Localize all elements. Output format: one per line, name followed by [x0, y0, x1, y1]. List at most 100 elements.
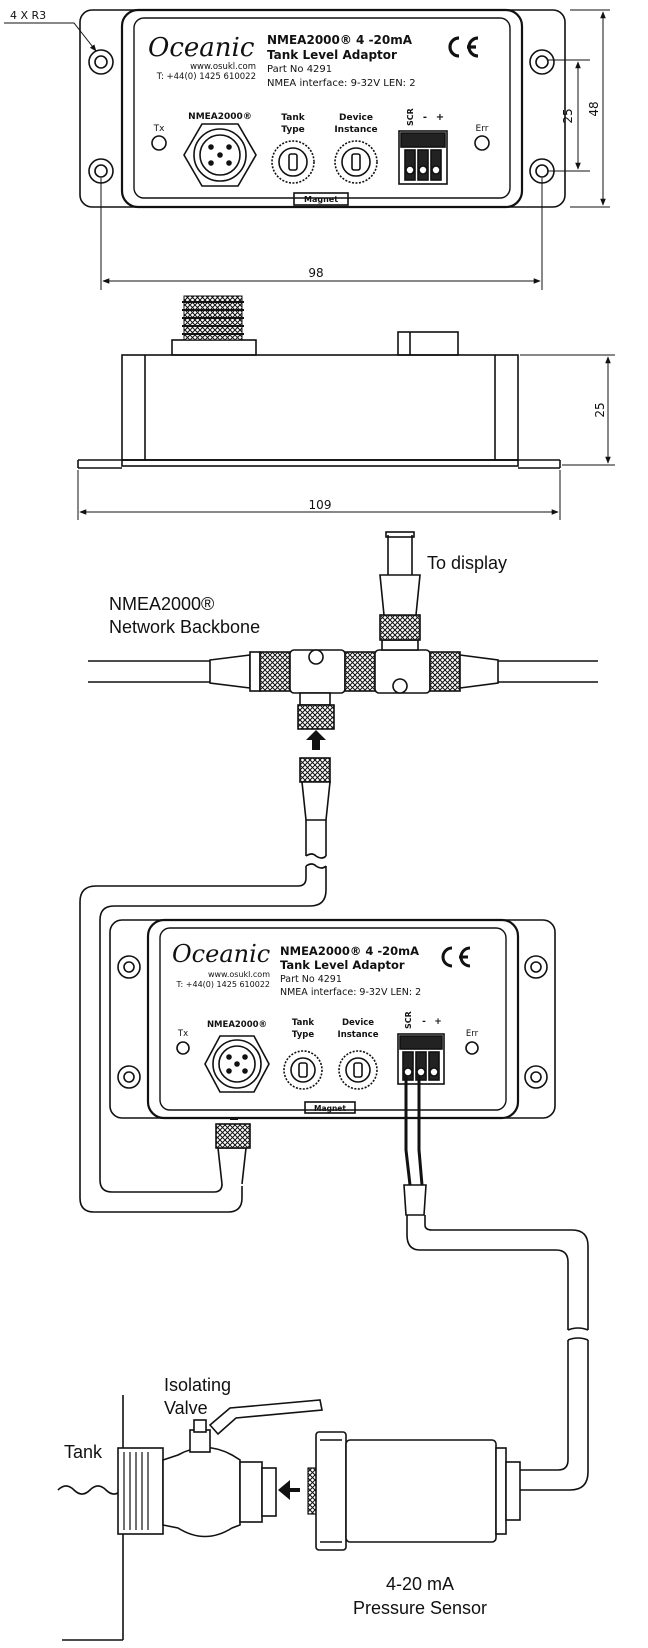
err-led-icon: [465, 1041, 479, 1055]
device-instance-label-line1: Device: [339, 113, 373, 123]
top-view: [4, 8, 610, 290]
backbone-plug-left: [209, 654, 251, 689]
nmea-connector-icon: [204, 1035, 270, 1093]
minus-label: -: [423, 112, 427, 123]
plus-label: +: [436, 112, 444, 123]
tx-label: Tx: [177, 1029, 188, 1039]
side-terminal-block: [397, 331, 459, 356]
tank-type-label-line2: Type: [292, 1030, 314, 1040]
tank-label: Tank: [64, 1442, 103, 1462]
backbone-plug-right: [459, 654, 499, 689]
top-view-labels: 4 X R3 98 25 48 Oceanic www.osukl.com T:…: [10, 9, 601, 280]
drop-cable: [79, 757, 331, 1213]
terminal-block-icon: [398, 130, 448, 185]
side-body: [121, 354, 519, 461]
website-text: www.osukl.com: [190, 62, 256, 72]
sensor-wires: [403, 1076, 589, 1491]
device-instance-label-line2: Instance: [334, 125, 377, 135]
part-number: Part No 4291: [267, 64, 332, 75]
tank-type-label-line2: Type: [281, 125, 304, 135]
terminal-block-icon: [397, 1033, 445, 1085]
magnet-label: Magnet: [304, 195, 338, 204]
wiring-labels: To display NMEA2000® Network Backbone Ta…: [64, 553, 507, 1618]
wired-device: [109, 918, 556, 1120]
connector-label: NMEA2000®: [207, 1020, 267, 1030]
device-title-line1: NMEA2000® 4 -20mA: [280, 944, 419, 958]
tank-type-label-line1: Tank: [281, 113, 305, 123]
backbone-label-line2: Network Backbone: [109, 617, 260, 637]
tx-led-icon: [176, 1041, 190, 1055]
wired-device-labels: Oceanic www.osukl.com T: +44(0) 1425 610…: [172, 940, 479, 1113]
tank-type-label-line1: Tank: [292, 1018, 314, 1028]
brand-logo: Oceanic: [148, 33, 255, 63]
hole-spacing-label: 25: [561, 108, 575, 123]
radius-note: 4 X R3: [10, 9, 46, 22]
scr-label: SCR: [406, 108, 415, 126]
scr-label: SCR: [404, 1011, 413, 1029]
tee-drop-socket: [297, 704, 335, 730]
device-instance-dial-icon: [338, 1050, 378, 1090]
magnet-label-box: [304, 1101, 356, 1114]
mounting-hole: [117, 1065, 141, 1089]
device-instance-label-line1: Device: [342, 1018, 374, 1028]
brand-logo: Oceanic: [172, 940, 270, 968]
enclosure-body: [120, 8, 524, 209]
backbone-label-line1: NMEA2000®: [109, 594, 214, 614]
mounting-hole: [529, 49, 555, 75]
nmea-connector-icon: [183, 123, 257, 187]
to-display-label: To display: [427, 553, 507, 573]
sensor-label-line1: 4-20 mA: [386, 1574, 454, 1594]
sensor-body: [345, 1439, 497, 1543]
connector-label: NMEA2000®: [188, 112, 252, 122]
tank-type-dial-icon: [271, 140, 315, 184]
sensor-hex: [315, 1431, 347, 1551]
valve-fitting: [117, 1447, 164, 1535]
website-text: www.osukl.com: [208, 970, 270, 979]
side-width-dimension-label: 109: [309, 498, 332, 512]
mounting-hole: [117, 955, 141, 979]
err-label: Err: [476, 124, 489, 134]
side-view: [77, 295, 615, 520]
ce-mark-icon: [448, 36, 479, 58]
interface-spec: NMEA interface: 9-32V LEN: 2: [267, 78, 416, 89]
tank-wall: [62, 1395, 124, 1641]
device-title-line2: Tank Level Adaptor: [280, 958, 405, 972]
liquid-level-icon: [57, 1485, 123, 1495]
mounting-hole: [524, 955, 548, 979]
ce-mark-icon: [441, 946, 471, 968]
tx-label: Tx: [153, 124, 165, 134]
side-connector-icon: [171, 295, 257, 356]
err-label: Err: [466, 1029, 479, 1039]
width-dimension-label: 98: [308, 266, 323, 280]
network-backbone: [88, 531, 598, 730]
part-number: Part No 4291: [280, 974, 342, 985]
connect-arrow-icon: [278, 1480, 300, 1500]
label-panel: [133, 17, 511, 199]
interface-spec: NMEA interface: 9-32V LEN: 2: [280, 987, 421, 998]
sensor-label-line2: Pressure Sensor: [353, 1598, 487, 1618]
device-instance-label-line2: Instance: [338, 1030, 379, 1040]
minus-label: -: [422, 1017, 426, 1027]
valve-label-line2: Valve: [164, 1398, 208, 1418]
magnet-label-box: [293, 192, 349, 206]
valve-label-line1: Isolating: [164, 1375, 231, 1395]
plus-label: +: [434, 1017, 442, 1027]
tx-led-icon: [151, 135, 167, 151]
height-dimension-label: 48: [587, 101, 601, 116]
device-title-line2: Tank Level Adaptor: [267, 48, 397, 62]
magnet-label: Magnet: [314, 1104, 346, 1113]
dimension-lines: [4, 9, 610, 290]
tank-assembly: [57, 1395, 521, 1641]
mounting-hole: [524, 1065, 548, 1089]
connect-arrow-icon: [306, 730, 326, 750]
valve-body: [162, 1446, 241, 1538]
tank-type-dial-icon: [283, 1050, 323, 1090]
err-led-icon: [474, 135, 490, 151]
phone-text: T: +44(0) 1425 610022: [156, 72, 256, 82]
device-instance-dial-icon: [334, 140, 378, 184]
phone-text: T: +44(0) 1425 610022: [176, 980, 270, 989]
device-title-line1: NMEA2000® 4 -20mA: [267, 33, 413, 47]
valve-handle: [208, 1399, 323, 1436]
side-height-dimension-label: 25: [593, 402, 607, 417]
